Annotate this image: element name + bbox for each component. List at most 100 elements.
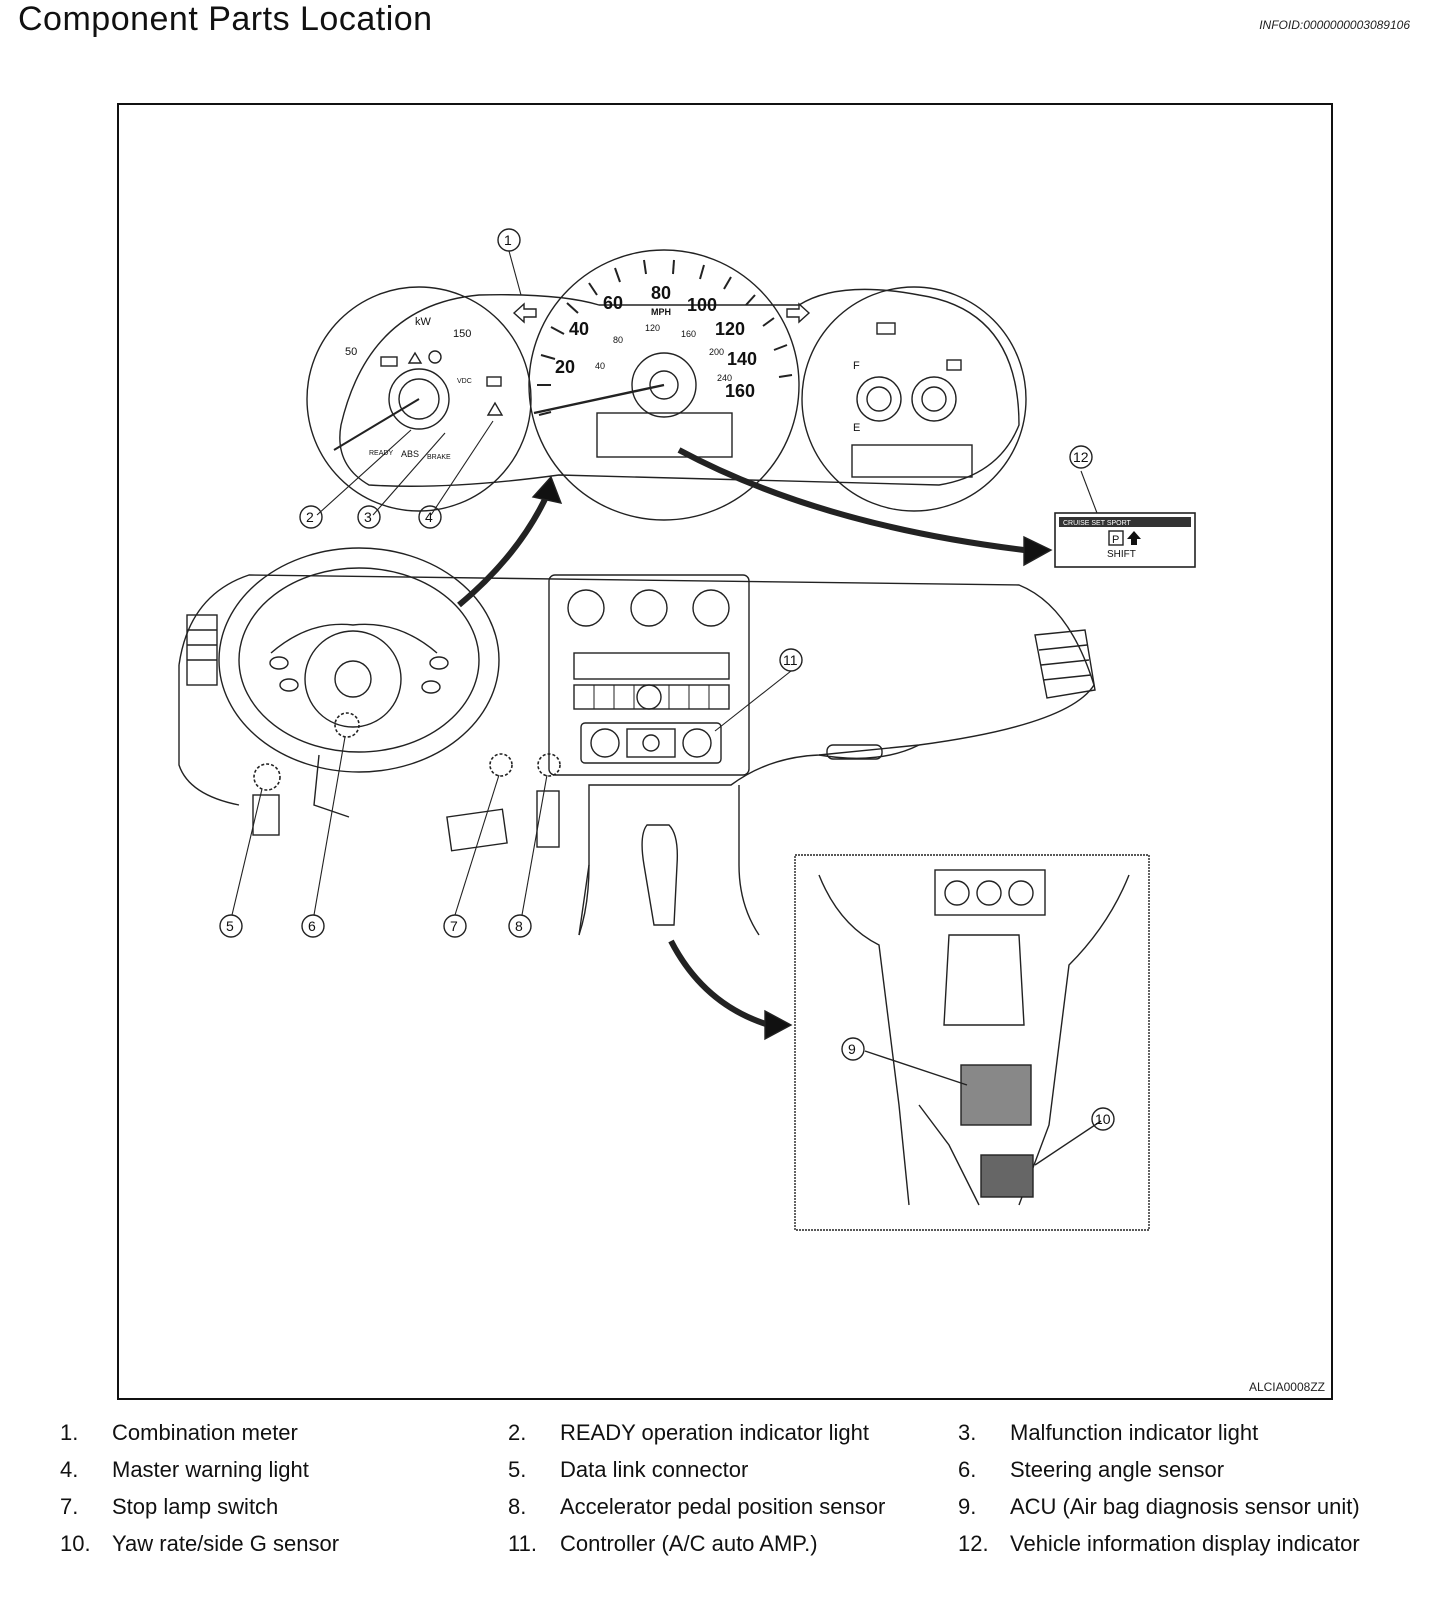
callout-6: 6 xyxy=(301,914,325,938)
display-top-text: CRUISE SET SPORT xyxy=(1063,520,1132,527)
legend-text: Controller (A/C auto AMP.) xyxy=(560,1531,818,1556)
legend-number: 7. xyxy=(60,1494,79,1519)
brake-pedal xyxy=(446,808,508,852)
legend-number: 2. xyxy=(508,1420,527,1445)
legend-number: 10. xyxy=(60,1531,91,1556)
svg-text:2: 2 xyxy=(306,509,314,525)
vehicle-info-display: CRUISE SET SPORT P SHIFT xyxy=(1054,512,1196,568)
callout-2: 2 xyxy=(299,505,323,529)
legend-number: 8. xyxy=(508,1494,527,1519)
svg-text:1: 1 xyxy=(504,232,512,248)
right-turn-arrow xyxy=(786,302,811,324)
speed-label-120: 120 xyxy=(715,319,745,339)
display-shift-label: SHIFT xyxy=(1107,549,1136,560)
legend-text: Steering angle sensor xyxy=(1010,1457,1225,1482)
legend-number: 6. xyxy=(958,1457,977,1482)
power-label-50: 50 xyxy=(345,346,357,358)
speed-unit-label: MPH xyxy=(651,307,671,317)
callouts: 1 2 3 4 5 6 7 8 9 10 11 12 xyxy=(219,228,1115,1131)
diagram-drawing: 20 40 60 80 100 120 140 160 MPH 40 80 12… xyxy=(178,228,1196,1231)
power-gauge xyxy=(306,286,532,512)
gear-shifter xyxy=(641,824,679,926)
legend-number: 4. xyxy=(60,1457,79,1482)
speed-label-60: 60 xyxy=(603,293,623,313)
legend-number: 1. xyxy=(60,1420,79,1445)
svg-text:10: 10 xyxy=(1095,1111,1111,1127)
combination-meter: 20 40 60 80 100 120 140 160 MPH 40 80 12… xyxy=(306,249,1027,521)
legend-text: ACU (Air bag diagnosis sensor unit) xyxy=(1010,1494,1360,1519)
fuel-empty-label: E xyxy=(853,422,860,434)
callout-11: 11 xyxy=(779,648,803,672)
kmh-label-240: 240 xyxy=(717,373,732,383)
callout-10: 10 xyxy=(1091,1107,1115,1131)
info-id: INFOID:0000000003089106 xyxy=(1259,18,1410,32)
speed-label-100: 100 xyxy=(687,295,717,315)
leader-lines xyxy=(231,250,1098,916)
legend-number: 11. xyxy=(508,1531,537,1556)
callout-7: 7 xyxy=(443,914,467,938)
legend-text: Data link connector xyxy=(560,1457,749,1482)
legend-text: Vehicle information display indicator xyxy=(1010,1531,1360,1556)
kmh-label-40: 40 xyxy=(595,361,605,371)
center-stack xyxy=(548,574,750,776)
ready-indicator-label: READY xyxy=(369,450,393,457)
left-turn-arrow xyxy=(512,302,537,324)
component-location-figure: 20 40 60 80 100 120 140 160 MPH 40 80 12… xyxy=(117,103,1333,1400)
svg-text:9: 9 xyxy=(848,1041,856,1057)
speed-label-160: 160 xyxy=(725,381,755,401)
legend-text: Accelerator pedal position sensor xyxy=(560,1494,886,1519)
svg-text:5: 5 xyxy=(226,918,234,934)
accelerator-pedal xyxy=(536,790,560,848)
console-inset xyxy=(794,854,1150,1231)
power-label-150: 150 xyxy=(453,328,471,340)
acu-unit xyxy=(960,1064,1032,1126)
callout-3: 3 xyxy=(357,505,381,529)
fuel-temp-gauge xyxy=(801,286,1027,512)
legend-text: Stop lamp switch xyxy=(112,1494,279,1519)
speed-label-80: 80 xyxy=(651,283,671,303)
legend-number: 5. xyxy=(508,1457,527,1482)
page-title: Component Parts Location xyxy=(18,0,433,38)
fuel-full-label: F xyxy=(853,360,860,372)
speedometer xyxy=(528,249,800,521)
kmh-label-200: 200 xyxy=(709,347,724,357)
svg-text:6: 6 xyxy=(308,918,316,934)
legend-number: 9. xyxy=(958,1494,977,1519)
legend-number: 3. xyxy=(958,1420,977,1445)
callout-12: 12 xyxy=(1069,445,1093,469)
speed-label-20: 20 xyxy=(555,357,575,377)
svg-text:11: 11 xyxy=(783,652,798,668)
abs-indicator-label: ABS xyxy=(401,449,419,459)
inset-pointer-arrow xyxy=(668,939,770,1028)
display-pointer-arrow xyxy=(677,447,1025,553)
display-gear: P xyxy=(1112,534,1119,546)
svg-text:12: 12 xyxy=(1073,449,1089,465)
kmh-label-160: 160 xyxy=(681,329,696,339)
legend-text: Malfunction indicator light xyxy=(1010,1420,1259,1445)
svg-text:7: 7 xyxy=(450,918,458,934)
speed-label-40: 40 xyxy=(569,319,589,339)
legend-text: Master warning light xyxy=(112,1457,309,1482)
locator-circles xyxy=(253,712,561,791)
yaw-rate-sensor xyxy=(980,1154,1034,1198)
warning-icons xyxy=(380,322,962,416)
legend-number: 12. xyxy=(958,1531,989,1556)
legend-text: Yaw rate/side G sensor xyxy=(112,1531,340,1556)
legend-text: Combination meter xyxy=(112,1420,298,1445)
callout-5: 5 xyxy=(219,914,243,938)
callout-9: 9 xyxy=(841,1037,865,1061)
kmh-label-120: 120 xyxy=(645,323,660,333)
svg-text:8: 8 xyxy=(515,918,523,934)
legend-text: READY operation indicator light xyxy=(560,1420,869,1445)
ac-controller xyxy=(580,722,722,764)
svg-text:3: 3 xyxy=(364,509,372,525)
callout-4: 4 xyxy=(418,505,442,529)
vdc-indicator-label: VDC xyxy=(457,378,472,385)
steering-wheel xyxy=(218,547,500,773)
meter-pointer-arrow xyxy=(457,493,550,608)
kmh-label-80: 80 xyxy=(613,335,623,345)
callout-1: 1 xyxy=(497,228,521,252)
svg-text:4: 4 xyxy=(425,509,433,525)
callout-8: 8 xyxy=(508,914,532,938)
speed-label-140: 140 xyxy=(727,349,757,369)
